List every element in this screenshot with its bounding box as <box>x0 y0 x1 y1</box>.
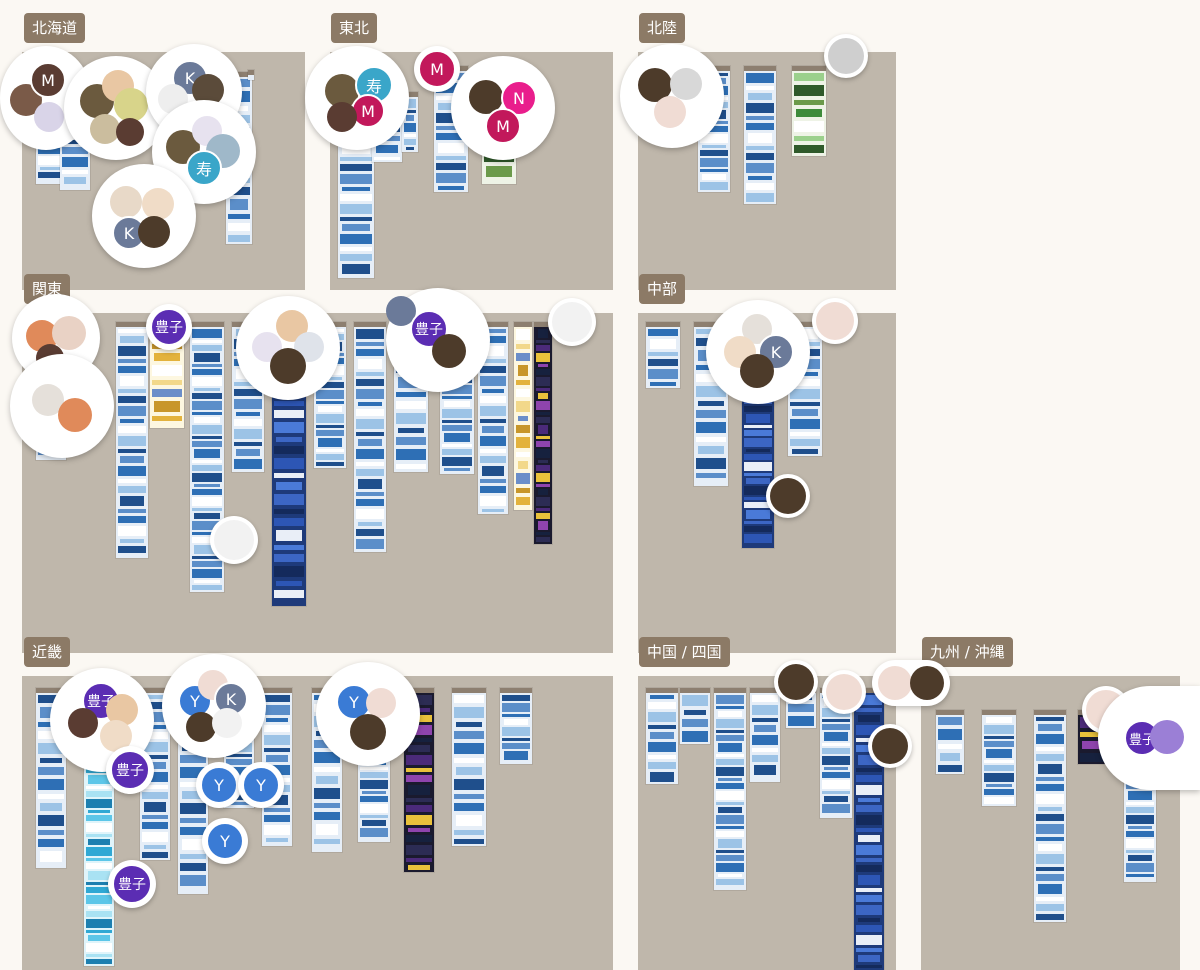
avatar-single[interactable] <box>868 724 912 768</box>
user-avatar <box>350 714 386 750</box>
region-label-hokuriku[interactable]: 北陸 <box>639 13 686 43</box>
avatar-cluster[interactable] <box>10 354 114 458</box>
website-screenshot-thumbnail[interactable] <box>854 688 884 970</box>
website-screenshot-thumbnail[interactable] <box>936 710 964 774</box>
avatar-cluster[interactable]: N M <box>451 56 555 160</box>
user-avatar-m: M <box>485 108 521 144</box>
avatar-cluster[interactable]: Y <box>316 662 420 766</box>
user-avatar-toyoko: 豊子 <box>1124 720 1160 756</box>
website-screenshot-thumbnail[interactable] <box>514 322 532 510</box>
user-avatar <box>826 674 862 710</box>
user-avatar <box>138 216 170 248</box>
website-screenshot-thumbnail[interactable] <box>354 322 386 552</box>
user-avatar <box>740 354 774 388</box>
avatar-single[interactable]: Y <box>238 762 284 808</box>
user-avatar <box>816 302 854 340</box>
website-screenshot-thumbnail[interactable] <box>404 688 434 872</box>
website-screenshot-thumbnail[interactable] <box>646 322 680 388</box>
avatar-single[interactable] <box>548 298 596 346</box>
user-avatar <box>327 102 357 132</box>
user-avatar-y: Y <box>242 766 280 804</box>
avatar-cluster[interactable] <box>620 44 724 148</box>
user-avatar <box>878 666 912 700</box>
avatar-cluster[interactable] <box>236 296 340 400</box>
user-avatar <box>68 708 98 738</box>
user-avatar <box>214 520 254 560</box>
user-avatar-y: Y <box>206 822 244 860</box>
user-avatar <box>114 88 148 122</box>
user-avatar <box>770 478 806 514</box>
user-avatar <box>142 188 174 220</box>
user-avatar <box>186 712 216 742</box>
avatar-cluster[interactable]: 豊子 <box>1098 686 1200 790</box>
region-label-hokkaido[interactable]: 北海道 <box>24 13 86 43</box>
user-avatar-kotobuki: 寿 <box>186 150 222 186</box>
region-label-tohoku[interactable]: 東北 <box>331 13 378 43</box>
user-avatar <box>1150 720 1184 754</box>
avatar-single[interactable] <box>210 516 258 564</box>
avatar-single[interactable] <box>766 474 810 518</box>
avatar-single[interactable] <box>824 34 868 78</box>
website-screenshot-thumbnail[interactable] <box>478 322 508 514</box>
user-avatar <box>552 302 592 342</box>
website-screenshot-thumbnail[interactable] <box>534 322 552 544</box>
avatar-single[interactable] <box>774 660 818 704</box>
user-avatar <box>432 334 466 368</box>
region-label-chugoku-shikoku[interactable]: 中国 / 四国 <box>639 637 730 667</box>
website-screenshot-thumbnail[interactable] <box>248 70 254 80</box>
website-screenshot-thumbnail[interactable] <box>500 688 532 764</box>
avatar-cluster[interactable]: 寿 <box>152 100 256 204</box>
user-avatar-toyoko: 豊子 <box>150 308 188 346</box>
website-screenshot-thumbnail[interactable] <box>680 688 710 744</box>
user-avatar-m: M <box>30 62 66 98</box>
avatar-cluster[interactable]: K <box>92 164 196 268</box>
avatar-single[interactable]: Y <box>202 818 248 864</box>
avatar-cluster[interactable]: Y K <box>162 654 266 758</box>
website-screenshot-thumbnail[interactable] <box>116 322 148 558</box>
avatar-single[interactable] <box>812 298 858 344</box>
user-avatar <box>116 118 144 146</box>
user-avatar <box>366 688 396 718</box>
website-screenshot-thumbnail[interactable] <box>750 688 780 782</box>
user-avatar <box>910 666 944 700</box>
avatar-single[interactable] <box>822 670 866 714</box>
user-avatar <box>270 348 306 384</box>
user-avatar-y: Y <box>200 766 238 804</box>
region-label-kinki[interactable]: 近畿 <box>24 637 71 667</box>
website-screenshot-thumbnail[interactable] <box>190 322 224 592</box>
user-avatar <box>872 728 908 764</box>
avatar-single[interactable]: Y <box>196 762 242 808</box>
region-label-chubu[interactable]: 中部 <box>639 274 686 304</box>
avatar-cluster[interactable]: K <box>706 300 810 404</box>
user-avatar <box>52 316 86 350</box>
user-avatar <box>778 664 814 700</box>
user-avatar <box>58 398 92 432</box>
avatar-single[interactable]: 豊子 <box>106 746 154 794</box>
user-avatar-m: M <box>418 50 456 88</box>
avatar-cluster[interactable]: 豊子 <box>386 288 490 392</box>
user-avatar <box>654 96 686 128</box>
user-avatar <box>34 102 64 132</box>
user-avatar <box>110 186 142 218</box>
user-avatar-toyoko: 豊子 <box>410 310 448 348</box>
avatar-single[interactable]: M <box>414 46 460 92</box>
user-avatar-toyoko: 豊子 <box>110 750 150 790</box>
website-screenshot-thumbnail[interactable] <box>792 66 826 156</box>
user-avatar-toyoko: 豊子 <box>112 864 152 904</box>
website-screenshot-thumbnail[interactable] <box>714 688 746 890</box>
avatar-single[interactable]: 豊子 <box>108 860 156 908</box>
avatar-single[interactable]: 豊子 <box>146 304 192 350</box>
website-screenshot-thumbnail[interactable] <box>646 688 678 784</box>
website-screenshot-thumbnail[interactable] <box>982 710 1016 806</box>
avatar-cluster[interactable] <box>872 660 950 706</box>
website-screenshot-thumbnail[interactable] <box>1034 710 1066 922</box>
user-avatar <box>90 114 120 144</box>
website-screenshot-thumbnail[interactable] <box>452 688 486 846</box>
user-avatar <box>828 38 864 74</box>
user-avatar-m: M <box>351 94 385 128</box>
website-screenshot-thumbnail[interactable] <box>744 66 776 204</box>
avatar-cluster[interactable]: 寿 M <box>305 46 409 150</box>
user-avatar <box>670 68 702 100</box>
user-avatar <box>212 708 242 738</box>
